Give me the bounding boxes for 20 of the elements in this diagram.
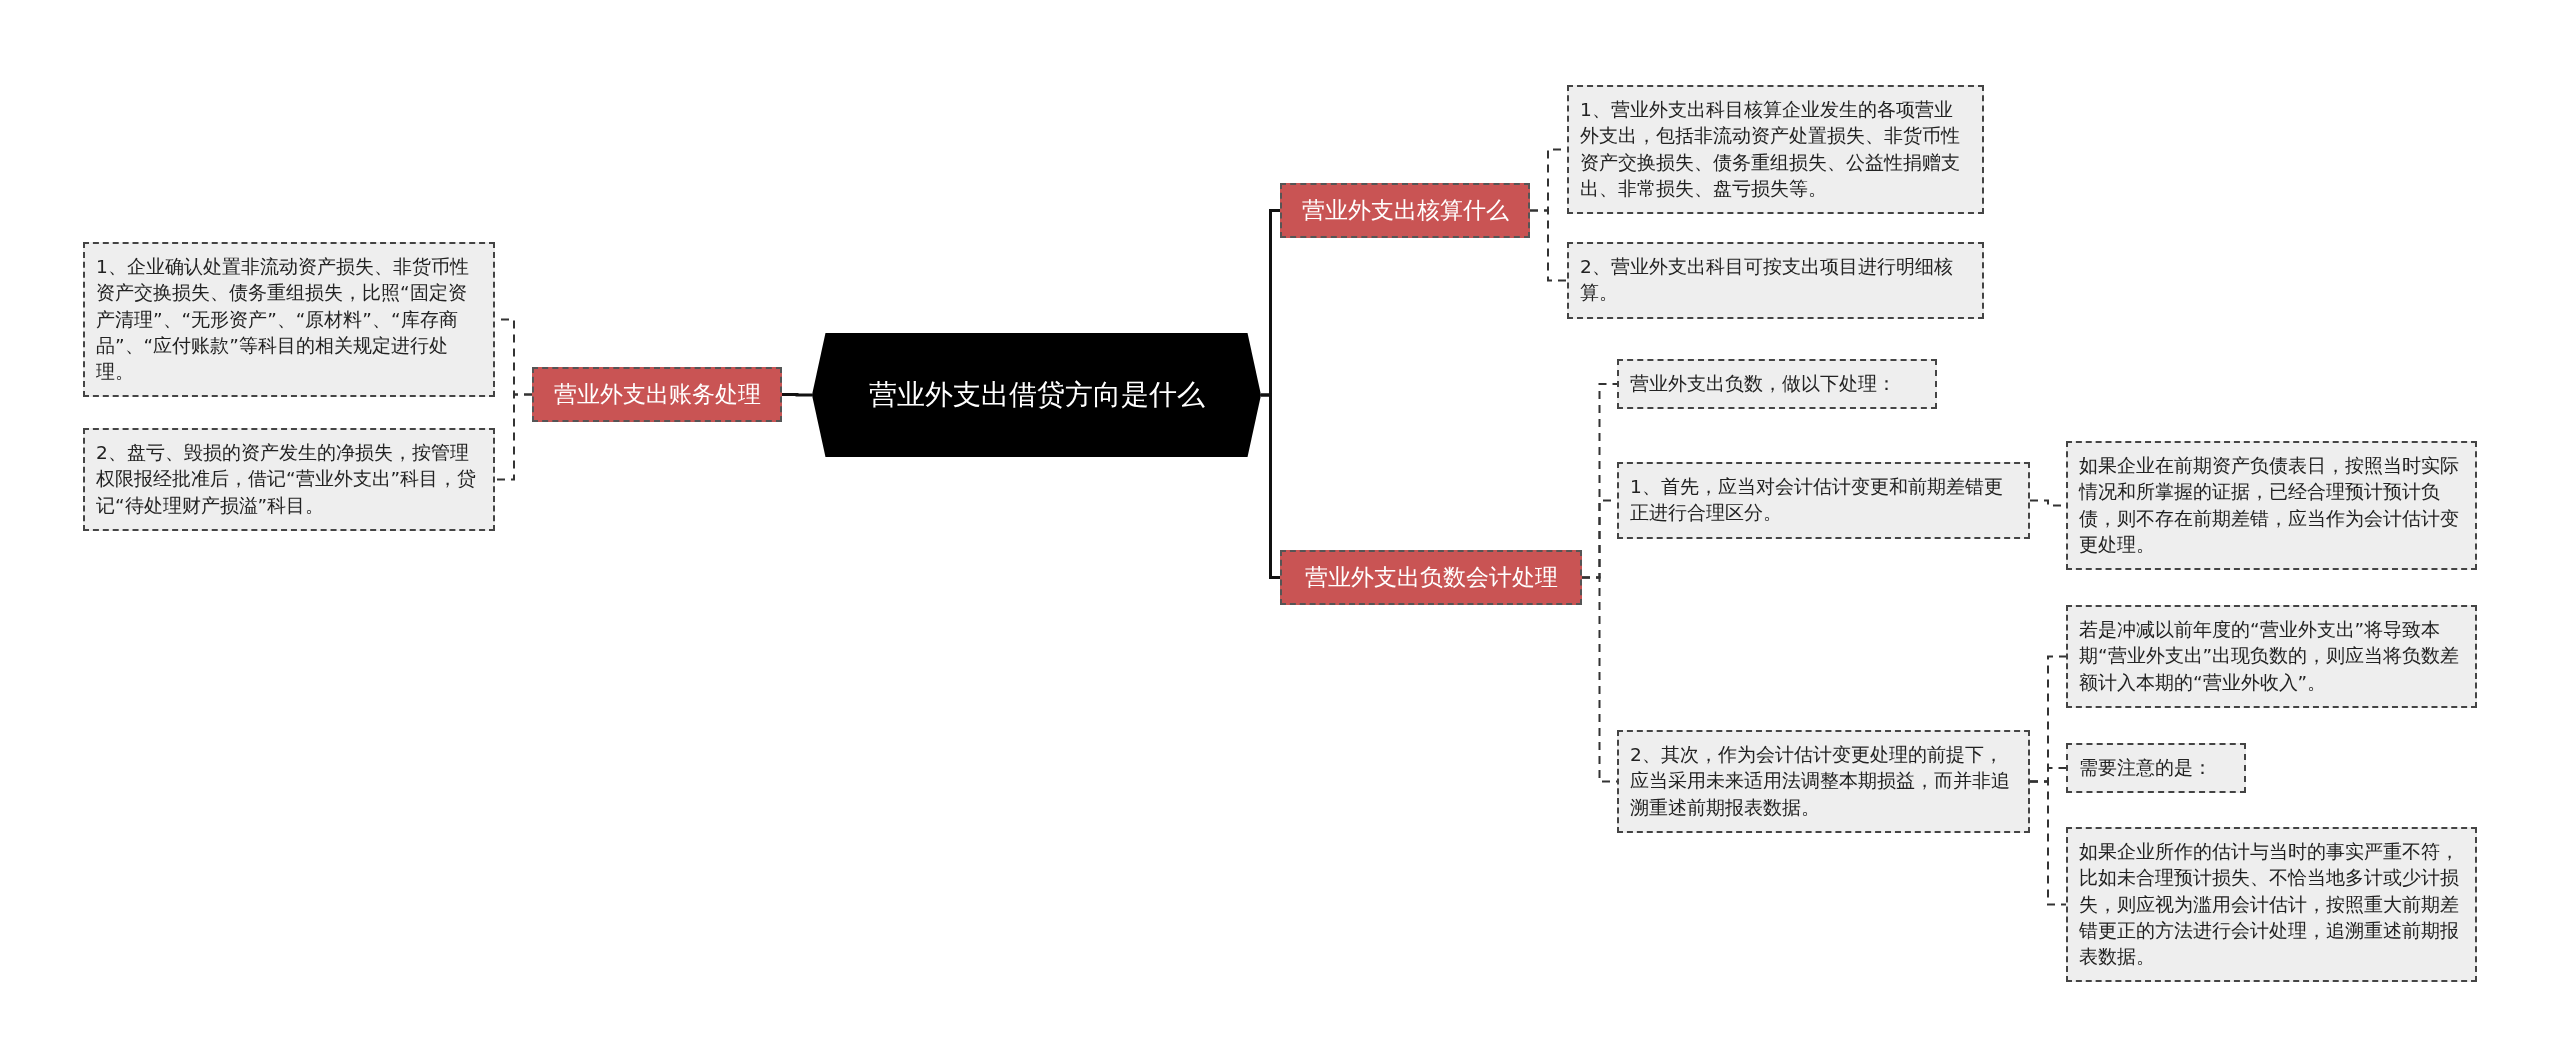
connector-line bbox=[494, 393, 533, 481]
note-box: 营业外支出负数，做以下处理： bbox=[1617, 359, 1937, 410]
connector-line bbox=[782, 393, 812, 397]
note-box: 1、首先，应当对会计估计变更和前期差错更正进行合理区分。 bbox=[1617, 462, 2030, 539]
connector-line bbox=[1261, 393, 1280, 579]
topic-box: 营业外支出负数会计处理 bbox=[1280, 550, 1582, 605]
note-box: 1、营业外支出科目核算企业发生的各项营业外支出，包括非流动资产处置损失、非货币性资产交换损失、债务重组损失、公益性捐赠支出、非常损失、盘亏损失等。 bbox=[1567, 85, 1984, 215]
note-box: 需要注意的是： bbox=[2066, 743, 2246, 794]
topic-box: 营业外支出账务处理 bbox=[532, 367, 782, 422]
note-box: 2、盘亏、毁损的资产发生的净损失，按管理权限报经批准后，借记“营业外支出”科目，贷记“待处理财产损溢”科目。 bbox=[83, 428, 495, 531]
note-box: 1、企业确认处置非流动资产损失、非货币性资产交换损失、债务重组损失，比照“固定资产清理”、“无形资产”、“原材料”、“库存商品”、“应付账款”等科目的相关规定进行处理。 bbox=[83, 242, 495, 398]
note-box: 如果企业在前期资产负债表日，按照当时实际情况和所掌握的证据，已经合理预计预计负债，则不存在前期差错，应当作为会计估计变更处理。 bbox=[2066, 441, 2477, 571]
note-box: 若是冲减以前年度的“营业外支出”将导致本期“营业外支出”出现负数的，则应当将负数差额计入本期的“营业外收入”。 bbox=[2066, 605, 2477, 708]
connector-line bbox=[2029, 780, 2067, 906]
note-box: 如果企业所作的估计与当时的事实严重不符，比如未合理预计损失、不恰当地多计或少计损失，则应视为滥用会计估计，按照重大前期差错更正的方法进行会计处理，追溯重述前期报表数据。 bbox=[2066, 827, 2477, 983]
central-topic-text: 营业外支出借贷方向是什么 bbox=[868, 377, 1205, 414]
note-box: 2、营业外支出科目可按支出项目进行明细核算。 bbox=[1567, 242, 1984, 319]
topic-box: 营业外支出核算什么 bbox=[1280, 183, 1530, 238]
note-box: 2、其次，作为会计估计变更处理的前提下，应当采用未来适用法调整本期损益，而并非追溯重述前期报表数据。 bbox=[1617, 730, 2030, 833]
connector-line bbox=[1529, 209, 1568, 282]
